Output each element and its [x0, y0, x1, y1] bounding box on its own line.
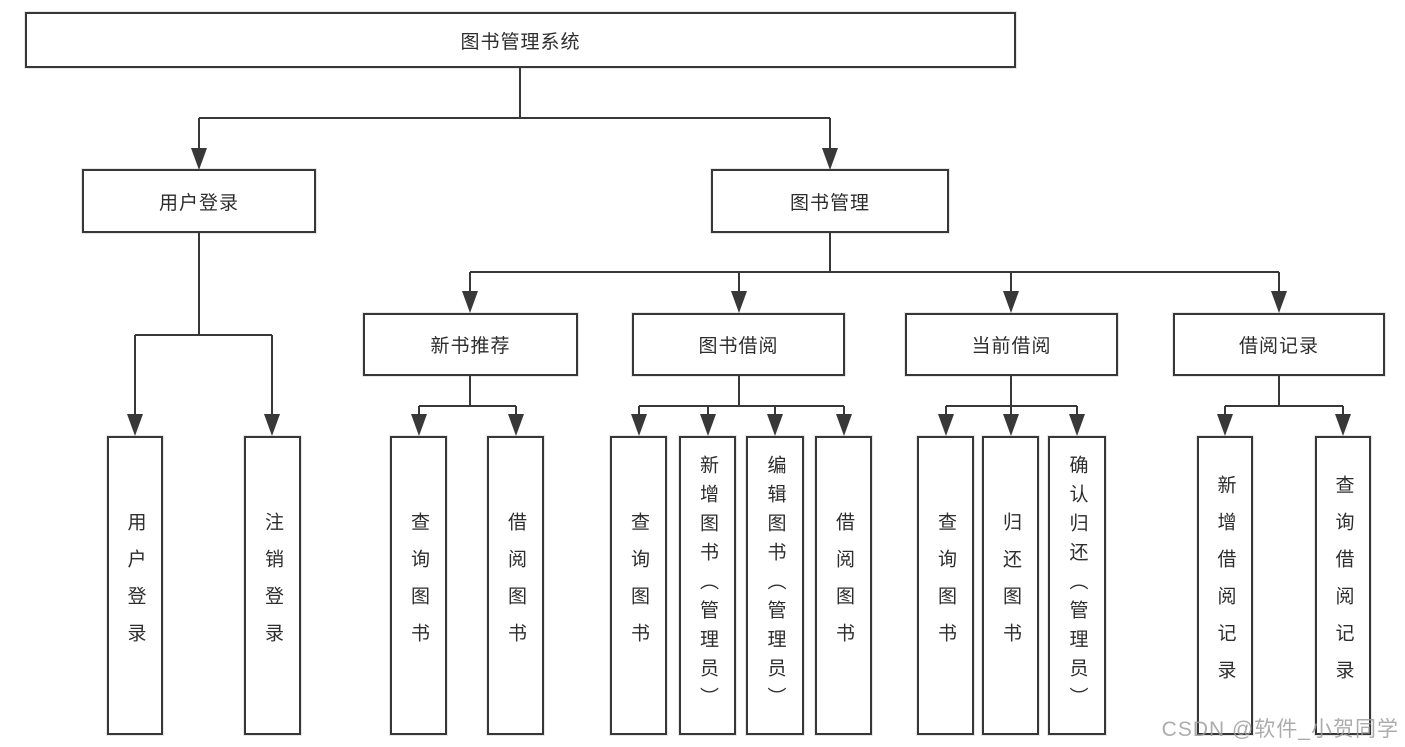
leaf-borrow-edit-admin-label: 编辑图书（管理员）	[764, 455, 786, 716]
leaf-borrow-query-label: 查询图书	[628, 511, 649, 660]
leaf-current-return-label: 归还图书	[1000, 511, 1021, 660]
leaf-borrow-book: 借阅图书	[815, 436, 872, 735]
leaf-user-login-label: 用户登录	[124, 511, 146, 660]
node-book-borrow: 图书借阅	[632, 313, 845, 376]
node-book-management: 图书管理	[711, 169, 949, 233]
node-borrow-record-label: 借阅记录	[1238, 336, 1319, 357]
node-new-book-recommend-label: 新书推荐	[430, 336, 511, 357]
node-root: 图书管理系统	[25, 12, 1016, 68]
leaf-borrow-edit-admin: 编辑图书（管理员）	[746, 436, 804, 735]
leaf-record-add-label: 新增借阅记录	[1214, 474, 1236, 697]
leaf-current-query-label: 查询图书	[935, 511, 956, 660]
leaf-borrow-add-admin-label: 新增图书（管理员）	[697, 455, 718, 716]
leaf-logout-label: 注销登录	[262, 511, 283, 660]
node-user-login-label: 用户登录	[158, 192, 239, 214]
leaf-user-login: 用户登录	[107, 436, 163, 735]
leaf-record-query: 查询借阅记录	[1315, 436, 1371, 735]
node-new-book-recommend: 新书推荐	[363, 313, 578, 376]
leaf-current-return: 归还图书	[982, 436, 1039, 735]
leaf-record-query-label: 查询借阅记录	[1332, 474, 1354, 697]
node-user-login: 用户登录	[82, 169, 316, 233]
leaf-current-confirm-admin-label: 确认归还（管理员）	[1066, 455, 1088, 716]
node-current-borrow: 当前借阅	[905, 313, 1118, 376]
leaf-record-add: 新增借阅记录	[1197, 436, 1253, 735]
leaf-borrow-add-admin: 新增图书（管理员）	[679, 436, 736, 735]
node-borrow-record: 借阅记录	[1173, 313, 1385, 376]
node-root-label: 图书管理系统	[460, 31, 581, 53]
leaf-current-confirm-admin: 确认归还（管理员）	[1048, 436, 1106, 735]
node-book-management-label: 图书管理	[789, 192, 870, 214]
node-current-borrow-label: 当前借阅	[971, 336, 1052, 357]
csdn-watermark: CSDN @软件_小贺同学	[1161, 718, 1399, 741]
leaf-current-query: 查询图书	[917, 436, 974, 735]
connector-paths	[134, 68, 1344, 418]
connector-arrowheads	[127, 148, 1351, 436]
leaf-borrow-query: 查询图书	[610, 436, 667, 735]
leaf-logout: 注销登录	[244, 436, 301, 735]
leaf-newbook-query: 查询图书	[390, 436, 447, 735]
node-book-borrow-label: 图书借阅	[698, 336, 779, 357]
leaf-newbook-query-label: 查询图书	[408, 511, 429, 660]
leaf-newbook-borrow: 借阅图书	[487, 436, 544, 735]
leaf-borrow-book-label: 借阅图书	[833, 511, 854, 660]
leaf-newbook-borrow-label: 借阅图书	[505, 511, 526, 660]
